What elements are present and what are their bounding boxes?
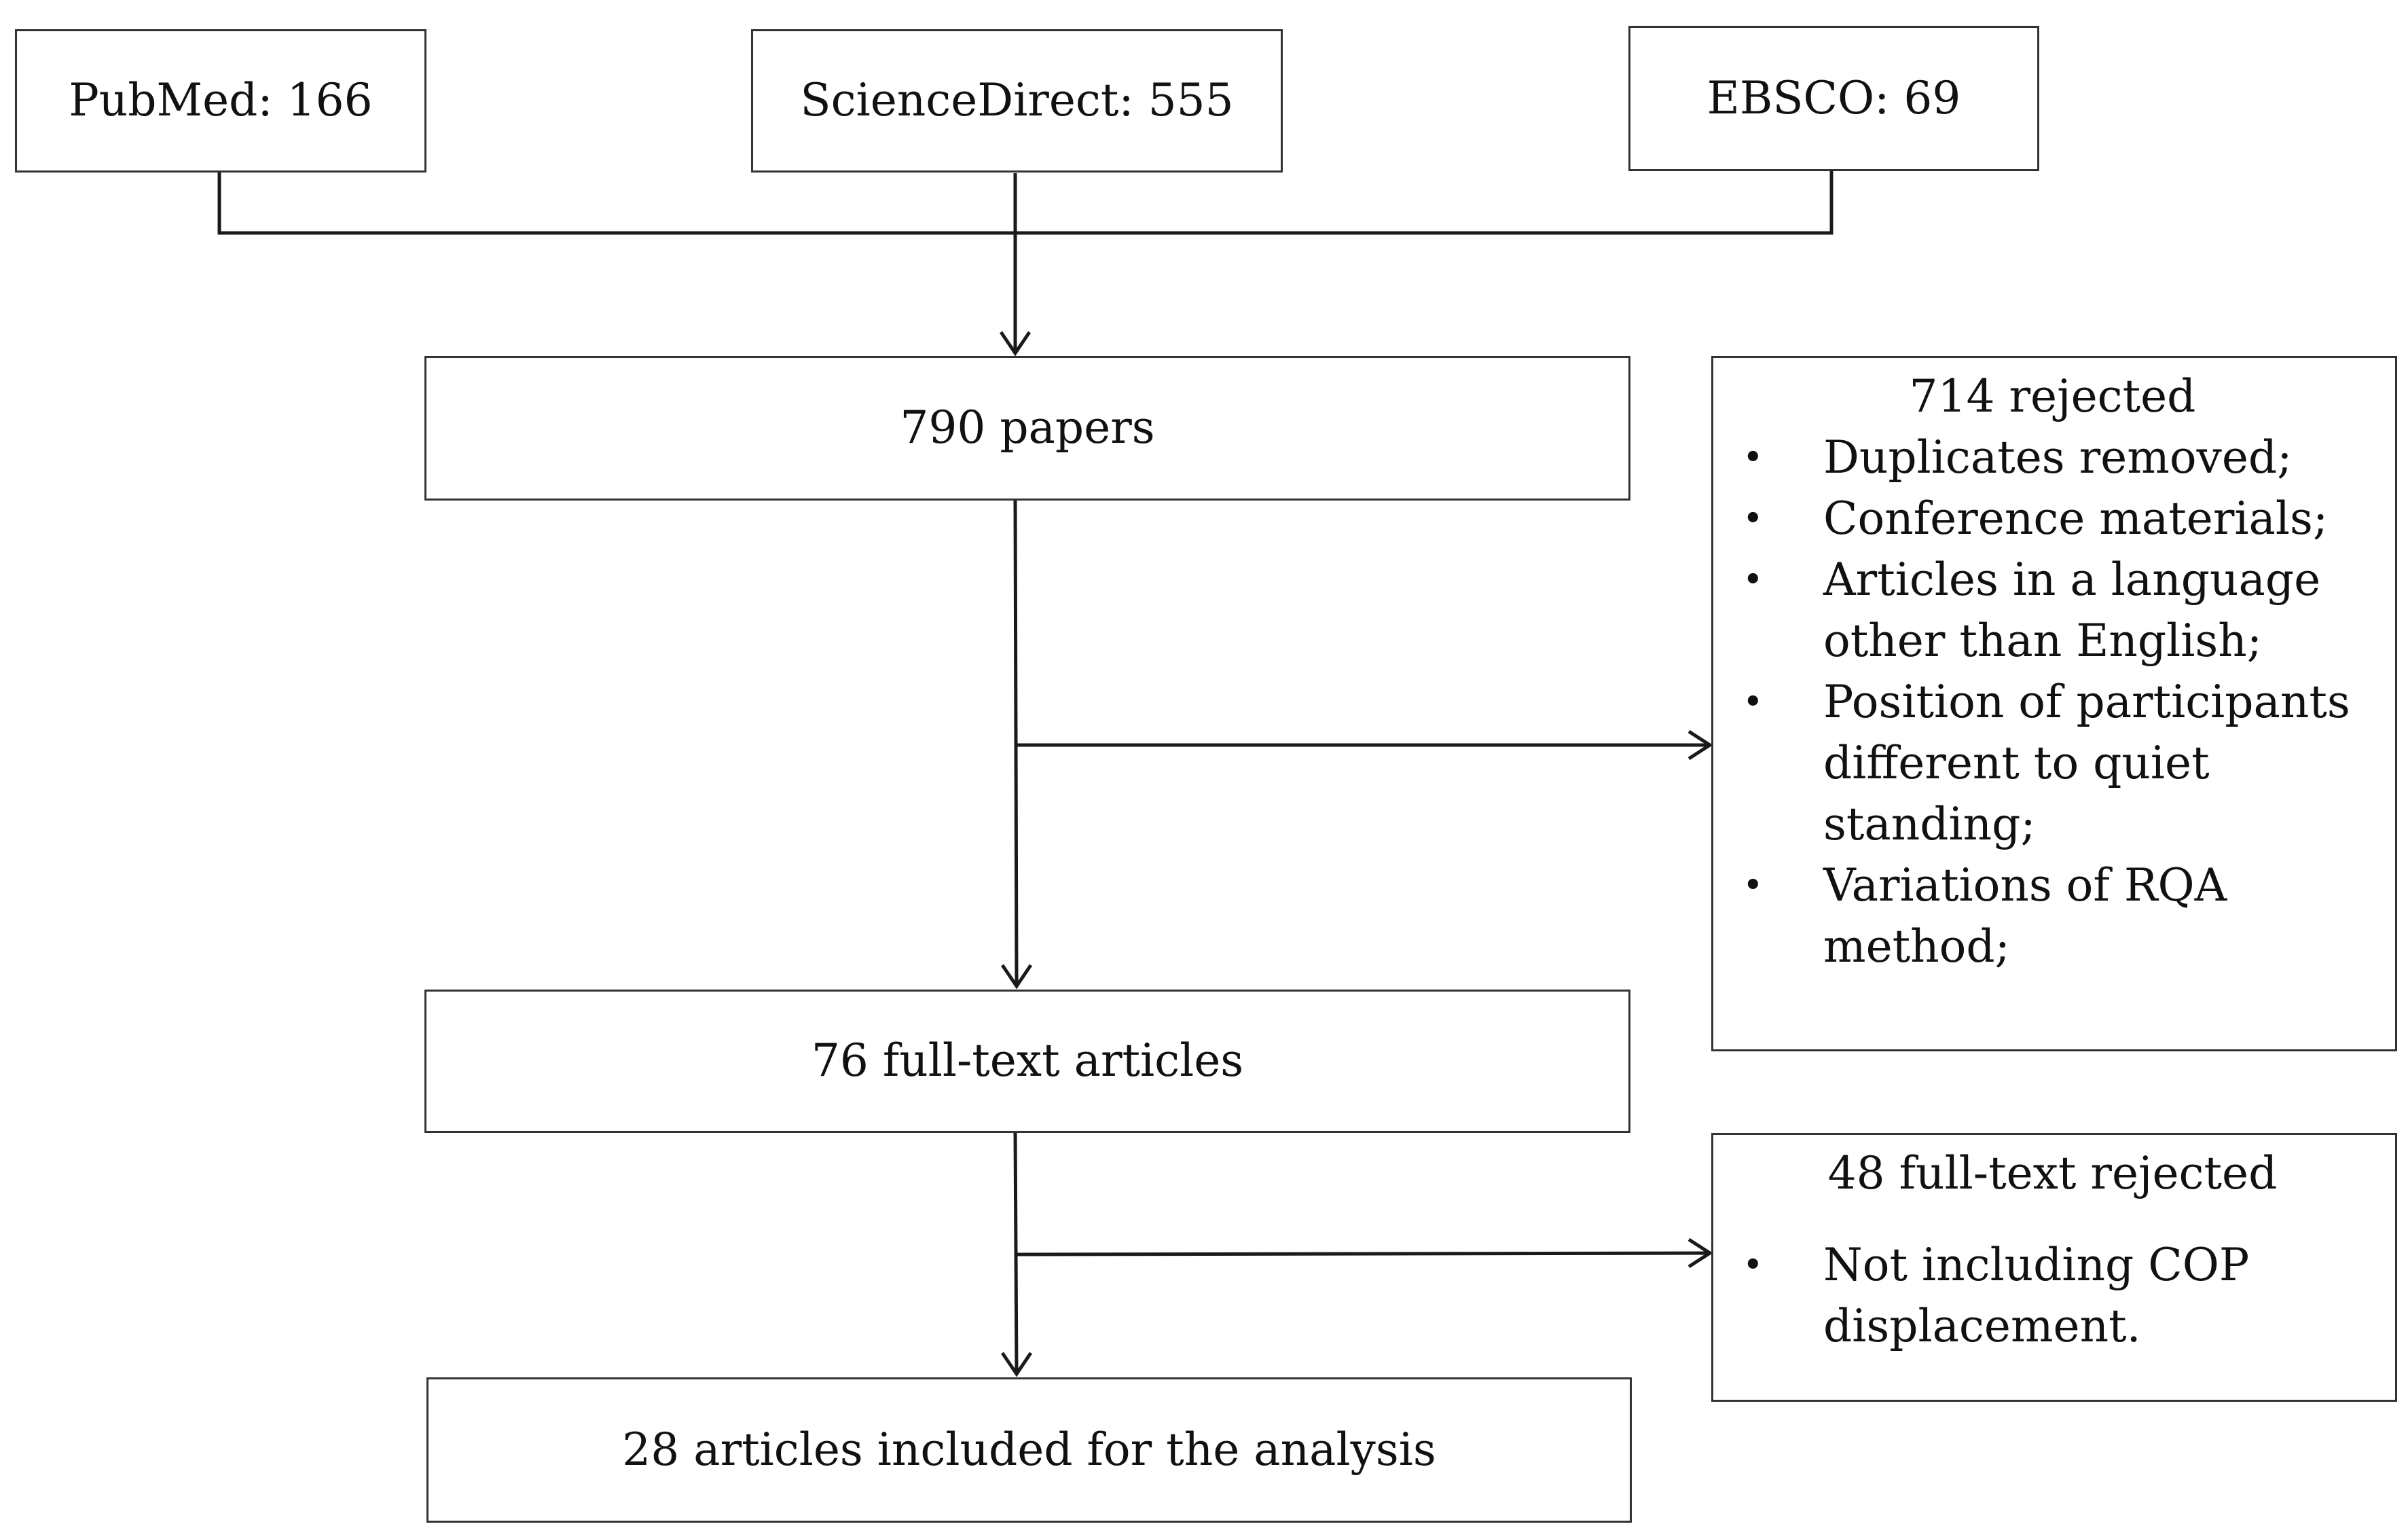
merge-connector — [217, 170, 1834, 235]
reject-first-item: Articles in a language other than Englis… — [1737, 549, 2368, 672]
source-sciencedirect-box: ScienceDirect: 555 — [751, 29, 1283, 173]
arrow-to-included-head — [1000, 1352, 1033, 1377]
papers-label: 790 papers — [900, 401, 1155, 454]
reject-second-item: Not including COP displacement. — [1737, 1235, 2368, 1357]
reject-first-box: 714 rejected Duplicates removed; Confere… — [1711, 356, 2397, 1051]
source-sciencedirect-label: ScienceDirect: 555 — [800, 74, 1234, 127]
reject-first-title: 714 rejected — [1909, 370, 2196, 422]
arrow-to-papers-head — [999, 331, 1032, 357]
reject-first-item: Duplicates removed; — [1737, 427, 2368, 488]
arrow-to-reject-first-head — [1688, 729, 1713, 761]
included-box: 28 articles included for the analysis — [426, 1377, 1632, 1523]
source-ebsco-label: EBSCO: 69 — [1707, 71, 1961, 124]
full-text-label: 76 full-text articles — [811, 1034, 1244, 1087]
arrow-to-reject-second — [1015, 1251, 1711, 1256]
reject-first-item: Position of participants different to qu… — [1737, 672, 2368, 855]
reject-second-list: Not including COP displacement. — [1737, 1235, 2368, 1357]
arrow-to-reject-second-head — [1688, 1237, 1713, 1269]
included-label: 28 articles included for the analysis — [622, 1423, 1436, 1476]
reject-first-item: Conference materials; — [1737, 488, 2368, 549]
source-pubmed-label: PubMed: 166 — [69, 74, 373, 127]
source-ebsco-box: EBSCO: 69 — [1628, 26, 2039, 171]
source-pubmed-box: PubMed: 166 — [15, 29, 426, 173]
arrow-to-full-text-head — [1000, 964, 1033, 990]
reject-second-title: 48 full-text rejected — [1827, 1147, 2278, 1199]
reject-first-list: Duplicates removed; Conference materials… — [1737, 427, 2368, 977]
reject-first-item: Variations of RQA method; — [1737, 855, 2368, 977]
papers-box: 790 papers — [424, 356, 1630, 501]
arrow-to-full-text — [1013, 499, 1019, 987]
full-text-box: 76 full-text articles — [424, 990, 1630, 1133]
reject-second-box: 48 full-text rejected Not including COP … — [1711, 1133, 2397, 1402]
